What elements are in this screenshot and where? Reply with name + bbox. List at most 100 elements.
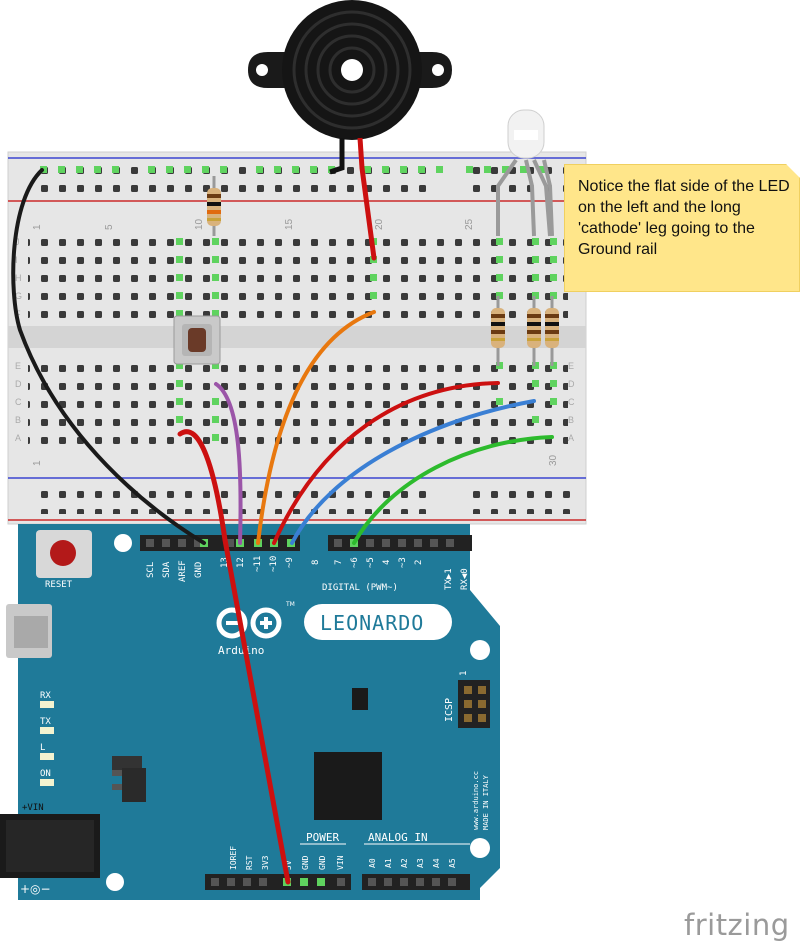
- resistor: [527, 296, 541, 366]
- pin-label: ~3: [398, 557, 408, 568]
- power-pin-label: RST: [245, 855, 254, 870]
- icsp-pin-one: 1: [459, 671, 469, 676]
- status-led: [40, 779, 54, 786]
- status-led: [40, 727, 54, 734]
- analog-pin-label: A1: [384, 858, 393, 868]
- column-number: 15: [284, 218, 295, 230]
- rgb-led: [496, 109, 554, 237]
- reset-button[interactable]: [36, 530, 92, 578]
- row-letter: C: [15, 397, 22, 407]
- column-number: 10: [194, 218, 205, 230]
- pin-label: ~11: [253, 556, 263, 572]
- wire-red-5v: [177, 429, 291, 885]
- pin-label: 13: [220, 557, 230, 568]
- made-in-label: MADE IN ITALY: [482, 774, 490, 830]
- analog-label: ANALOG IN: [368, 831, 428, 844]
- row-letter: A: [568, 433, 574, 443]
- dc-power-jack: [0, 814, 100, 878]
- analog-pin-label: A5: [448, 858, 457, 868]
- led-label: RX: [40, 691, 51, 701]
- pin-label: SDA: [162, 561, 172, 578]
- column-number: 25: [464, 218, 475, 230]
- website-label: www.arduino.cc: [472, 771, 480, 830]
- pin-label: TX▶1: [444, 568, 454, 590]
- push-button[interactable]: [173, 315, 221, 365]
- row-letter: H: [15, 273, 22, 283]
- pin-label: 7: [334, 560, 344, 565]
- breadboard: 1 5 10 15 20 25 1 30 J I H G F E D C B A…: [7, 151, 587, 525]
- pin-label: ~10: [269, 556, 279, 572]
- wire-red-buzzer: [359, 165, 377, 261]
- row-letter: I: [15, 255, 18, 265]
- row-letter: C: [568, 397, 575, 407]
- resistor: [491, 296, 505, 366]
- fritzing-logo: fritzing: [684, 908, 790, 942]
- wire-green: [352, 435, 554, 545]
- row-letter: A: [15, 433, 21, 443]
- pin-label: SCL: [146, 562, 156, 578]
- analog-pin-label: A4: [432, 858, 441, 868]
- pin-label: ~9: [285, 557, 295, 568]
- led-label: ON: [40, 769, 51, 779]
- power-pin-label: GND: [318, 855, 327, 870]
- power-pin-label: IOREF: [229, 846, 238, 870]
- wire-red-led: [272, 381, 500, 545]
- wire-orange: [256, 310, 376, 545]
- icsp-label: ICSP: [444, 698, 455, 722]
- column-number: 20: [374, 218, 385, 230]
- small-chip: [352, 688, 368, 710]
- row-letter: E: [15, 361, 21, 371]
- usb-port: [6, 604, 52, 658]
- main-chip: [314, 752, 382, 820]
- led-label: L: [40, 743, 45, 753]
- icsp-header: [458, 680, 490, 728]
- tm-mark: TM: [285, 601, 295, 608]
- arduino-logo: [216, 607, 282, 639]
- wire-black-ground: [11, 168, 206, 545]
- power-pin-label: 5V: [284, 860, 293, 870]
- row-letter: G: [15, 291, 22, 301]
- pin-label: ~6: [350, 557, 360, 568]
- wire-purple: [214, 382, 243, 545]
- pin-label: GND: [194, 562, 204, 578]
- row-letter: D: [568, 379, 575, 389]
- row-letter: D: [15, 379, 22, 389]
- pin-label: 4: [382, 560, 392, 565]
- column-number: 30: [548, 454, 559, 466]
- column-number: 1: [32, 460, 43, 466]
- row-letter: B: [15, 415, 21, 425]
- voltage-regulator: [112, 756, 146, 802]
- status-led: [40, 701, 54, 708]
- piezo-buzzer: [248, 0, 452, 175]
- vin-label: +VIN: [22, 803, 44, 813]
- resistor: [545, 296, 559, 366]
- column-number: 1: [32, 224, 43, 230]
- pin-label: ~5: [366, 557, 376, 568]
- reset-label: RESET: [45, 580, 73, 590]
- status-led: [40, 753, 54, 760]
- row-letter: J: [15, 237, 20, 247]
- pin-label: 12: [236, 557, 246, 568]
- digital-label: DIGITAL (PWM~): [322, 583, 398, 593]
- row-letter: E: [568, 361, 574, 371]
- pin-label: AREF: [178, 560, 188, 582]
- analog-pin-label: A2: [400, 858, 409, 868]
- pin-label: 2: [414, 560, 424, 565]
- board-name: LEONARDO: [320, 611, 424, 635]
- power-label: POWER: [306, 831, 339, 844]
- led-label: TX: [40, 717, 51, 727]
- arduino-leonardo-board: RESET SCL SDA AREF GND 13 12 ~11 ~10 ~9 …: [0, 524, 500, 900]
- row-letter: B: [568, 415, 574, 425]
- resistor: [207, 176, 221, 236]
- pin-label: RX◀0: [460, 568, 470, 590]
- power-pin-label: GND: [301, 855, 310, 870]
- column-number: 5: [104, 224, 115, 230]
- arduino-wordmark: Arduino: [218, 644, 264, 657]
- power-pin-label: VIN: [336, 855, 345, 870]
- wire-blue: [290, 399, 536, 545]
- analog-pin-label: A0: [368, 858, 377, 868]
- polarity-symbol: +◎−: [20, 882, 51, 896]
- annotation-note: Notice the flat side of the LED on the l…: [564, 164, 800, 292]
- analog-pin-label: A3: [416, 858, 425, 868]
